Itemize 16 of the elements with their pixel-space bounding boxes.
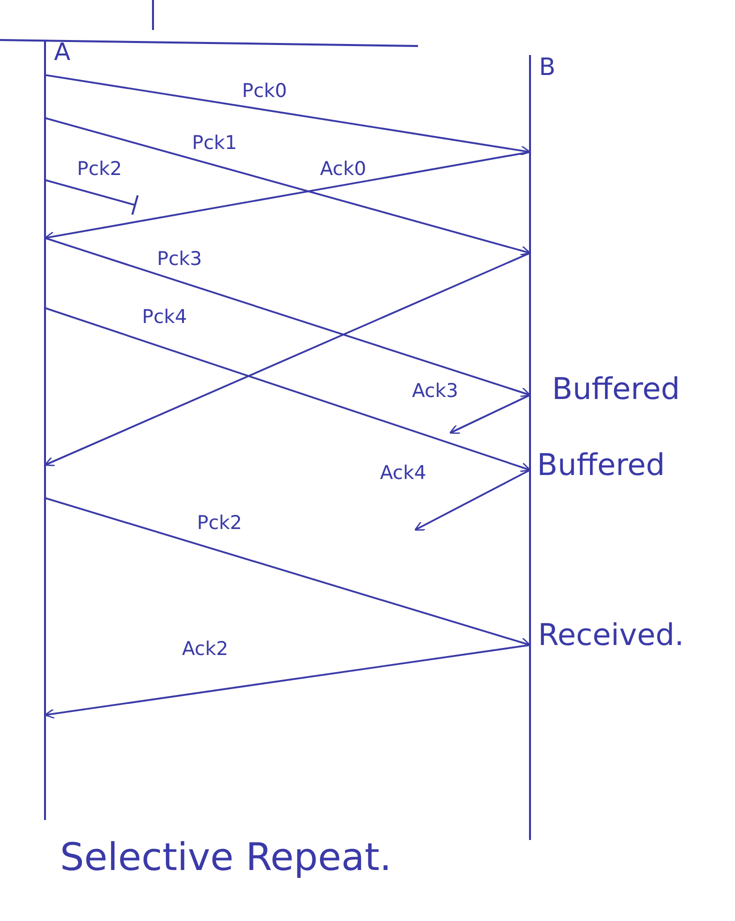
lifeline-label: A [54, 38, 70, 66]
status-note: Buffered [537, 448, 665, 483]
lifeline-label: B [539, 53, 556, 81]
status-note: Received. [538, 618, 684, 653]
caption: Selective Repeat. [60, 835, 392, 879]
message-arrow [414, 469, 530, 531]
message-arrow [44, 237, 531, 398]
message-arrow [449, 394, 530, 434]
status-note: Buffered [552, 372, 680, 407]
edge-label: Ack0 [318, 158, 368, 180]
message-arrow [44, 74, 531, 156]
message-arrow [44, 644, 530, 719]
message-arrow [44, 252, 530, 466]
message-arrow [44, 307, 531, 472]
message-arrow [44, 117, 531, 256]
message-arrow [44, 497, 531, 648]
